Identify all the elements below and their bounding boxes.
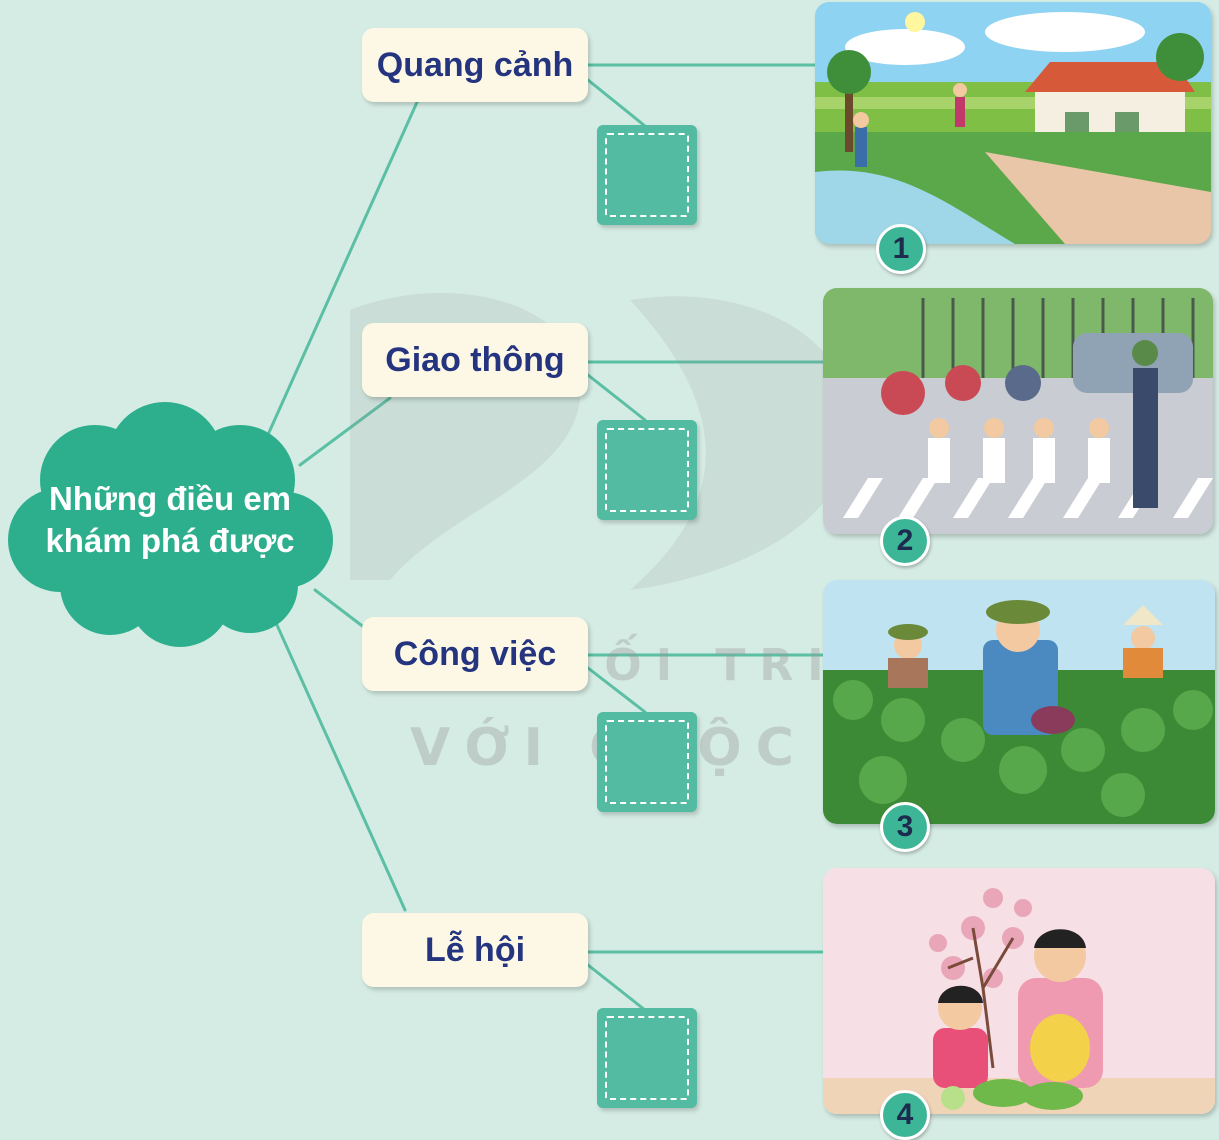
- connector-center-cat1: [260, 98, 420, 450]
- dashed-square-icon: [605, 1016, 689, 1100]
- dashed-square-icon: [605, 720, 689, 804]
- dashed-square-icon: [605, 133, 689, 217]
- image-countryside: [815, 2, 1211, 244]
- connector-cat4-slot: [586, 963, 647, 1012]
- connector-cat1-slot: [586, 78, 647, 128]
- image-number-badge-1: 1: [876, 224, 926, 274]
- center-topic-line1: Những điều em: [48, 480, 292, 517]
- connector-cat2-slot: [586, 373, 647, 422]
- answer-slot-1[interactable]: [597, 125, 697, 225]
- connector-center-cat3: [313, 588, 367, 630]
- image-farming: [823, 580, 1215, 824]
- image-number-badge-4: 4: [880, 1090, 930, 1140]
- category-giao-thong: Giao thông: [362, 323, 588, 397]
- category-quang-canh: Quang cảnh: [362, 28, 588, 102]
- image-traffic: [823, 288, 1213, 534]
- dashed-square-icon: [605, 428, 689, 512]
- answer-slot-2[interactable]: [597, 420, 697, 520]
- connector-center-cat2: [298, 396, 392, 467]
- category-cong-viec: Công việc: [362, 617, 588, 691]
- cloud-icon: [8, 402, 333, 647]
- answer-slot-3[interactable]: [597, 712, 697, 812]
- center-topic: Những điều em khám phá được: [20, 478, 320, 562]
- image-festival: [823, 868, 1215, 1114]
- image-number-badge-3: 3: [880, 802, 930, 852]
- answer-slot-4[interactable]: [597, 1008, 697, 1108]
- connector-cat3-slot: [586, 666, 647, 714]
- connector-center-cat4: [266, 603, 407, 912]
- center-topic-line2: khám phá được: [45, 522, 295, 559]
- image-number-badge-2: 2: [880, 516, 930, 566]
- category-le-hoi: Lễ hội: [362, 913, 588, 987]
